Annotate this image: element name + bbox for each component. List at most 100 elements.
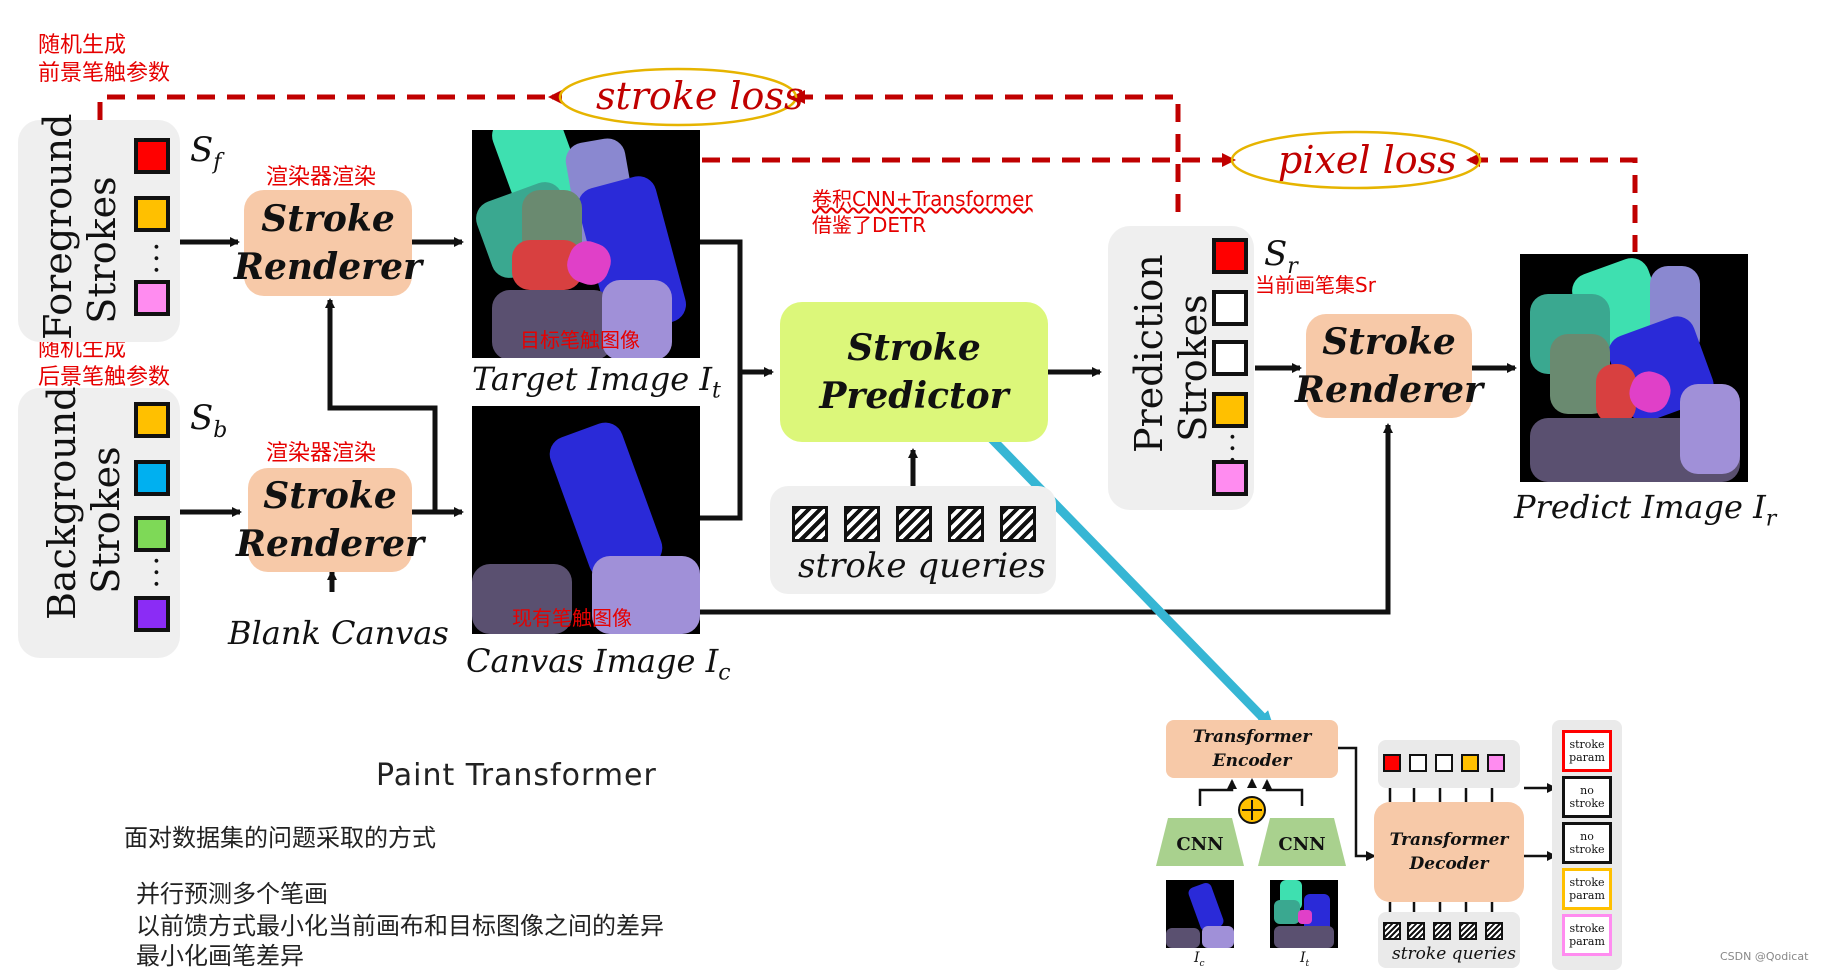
blank-canvas-caption: Blank Canvas (228, 614, 449, 652)
stroke-loss-path (97, 94, 1181, 220)
text-line-3: 以前馈方式最小化当前画布和目标图像之间的差异 (136, 912, 664, 940)
background-label-text: Background Strokes (40, 386, 128, 620)
sr-symbol: Sr (1264, 234, 1298, 279)
inset-output-token (1383, 754, 1401, 772)
paint-transformer-title: Paint Transformer (376, 758, 657, 793)
background-stroke-swatch (134, 516, 170, 552)
inset-query-token (1433, 922, 1451, 940)
inset-param-box: no stroke (1562, 822, 1612, 864)
predictor-note: 卷积CNN+Transformer 借鉴了DETR (812, 186, 1033, 238)
stroke-query-token (792, 506, 828, 542)
renderer-note-bottom: 渲染器渲染 (266, 441, 377, 466)
background-stroke-swatch (134, 596, 170, 632)
inset-queries-label: stroke queries (1392, 944, 1516, 964)
foreground-label: Foreground Strokes (36, 113, 132, 350)
stroke-queries-caption: stroke queries (798, 546, 1046, 586)
inset-output-token (1435, 754, 1453, 772)
target-image: 目标笔触图像 (472, 130, 700, 358)
stroke-query-token (948, 506, 984, 542)
foreground-stroke-swatch (134, 196, 170, 232)
inset-canvas-thumb (1166, 880, 1234, 948)
canvas-caption-sub: c (718, 660, 731, 686)
canvas-note: 现有笔触图像 (512, 606, 632, 630)
cnn-right-label: CNN (1278, 833, 1326, 855)
predictor-note-line1: 卷积CNN+Transformer (812, 187, 1033, 211)
inset-param-box: stroke param (1562, 914, 1612, 956)
inset-query-token (1383, 922, 1401, 940)
ic-label: Ic (1194, 950, 1205, 969)
sf-symbol: Sf (190, 130, 221, 175)
prediction-stroke-swatch (1212, 460, 1248, 496)
encoder-line1: Transformer (1192, 727, 1312, 747)
sb-letter: S (190, 398, 214, 438)
renderer-bottom-line2: Renderer (236, 523, 424, 565)
ic-main: I (1194, 950, 1200, 966)
inset-query-token (1407, 922, 1425, 940)
renderer-top-line1: Stroke (261, 198, 395, 240)
it-main: I (1300, 950, 1306, 966)
background-stroke-swatch (134, 402, 170, 438)
canvas-image: 现有笔触图像 (472, 406, 700, 634)
pixel-loss-label: pixel loss (1278, 138, 1457, 182)
background-stroke-swatch (134, 460, 170, 496)
inset-target-thumb (1270, 880, 1338, 948)
ic-sub: c (1199, 958, 1205, 969)
prediction-stroke-swatch (1212, 238, 1248, 274)
watermark: CSDN @Qodicat (1720, 950, 1809, 963)
inset-output-token (1487, 754, 1505, 772)
stroke-loss-label: stroke loss (596, 74, 804, 118)
stroke-query-token (844, 506, 880, 542)
sb-symbol: Sb (190, 398, 227, 443)
prediction-stroke-swatch (1212, 290, 1248, 326)
predictor-note-line2: 借鉴了DETR (812, 213, 927, 237)
stroke-query-token (1000, 506, 1036, 542)
target-caption: Target Image It (472, 360, 721, 403)
predict-caption-main: Predict Image I (1514, 488, 1766, 526)
prediction-stroke-swatch (1212, 392, 1248, 428)
renderer-right-line2: Renderer (1295, 369, 1483, 411)
foreground-ellipsis: ··· (138, 242, 173, 277)
canvas-caption-main: Canvas Image I (466, 642, 719, 680)
target-caption-sub: t (711, 378, 721, 404)
inset-output-token (1409, 754, 1427, 772)
background-ellipsis: ··· (138, 556, 173, 591)
inset-output-token (1461, 754, 1479, 772)
prediction-label: Prediction Strokes (1127, 254, 1223, 463)
prediction-label-text: Prediction Strokes (1127, 254, 1215, 453)
current-set-note: 当前画笔集Sr (1255, 273, 1376, 297)
renderer-top-line2: Renderer (234, 246, 422, 288)
it-label: It (1300, 950, 1309, 969)
renderer-note-top: 渲染器渲染 (266, 165, 377, 190)
renderer-bottom-line1: Stroke (263, 475, 397, 517)
encoder-line2: Encoder (1212, 751, 1292, 771)
sf-sub: f (213, 149, 222, 175)
foreground-label-text: Foreground Strokes (36, 113, 124, 340)
canvas-caption: Canvas Image Ic (466, 642, 731, 685)
foreground-stroke-swatch (134, 280, 170, 316)
fg-random-line2: 前景笔触参数 (38, 61, 171, 86)
prediction-ellipsis: ··· (1214, 432, 1249, 467)
cnn-right-shape (1258, 818, 1346, 866)
flow-arrows (180, 237, 1517, 615)
pixel-loss-ellipse (1230, 130, 1482, 190)
zoom-arrow (984, 431, 1275, 730)
background-label: Background Strokes (40, 386, 136, 630)
decoder-line2: Decoder (1409, 854, 1489, 874)
predict-caption-sub: r (1765, 506, 1777, 532)
fg-random-line1: 随机生成 (38, 33, 127, 58)
inset-param-box: stroke param (1562, 868, 1612, 910)
renderer-right-line1: Stroke (1322, 321, 1456, 363)
predict-image (1520, 254, 1748, 482)
cnn-left-shape (1156, 818, 1244, 866)
sb-sub: b (213, 417, 228, 443)
text-line-1: 面对数据集的问题采取的方式 (124, 824, 436, 852)
sr-sub: r (1287, 253, 1298, 279)
prediction-stroke-swatch (1212, 340, 1248, 376)
predictor-line2: Predictor (819, 375, 1009, 417)
inset-param-box: stroke param (1562, 730, 1612, 772)
